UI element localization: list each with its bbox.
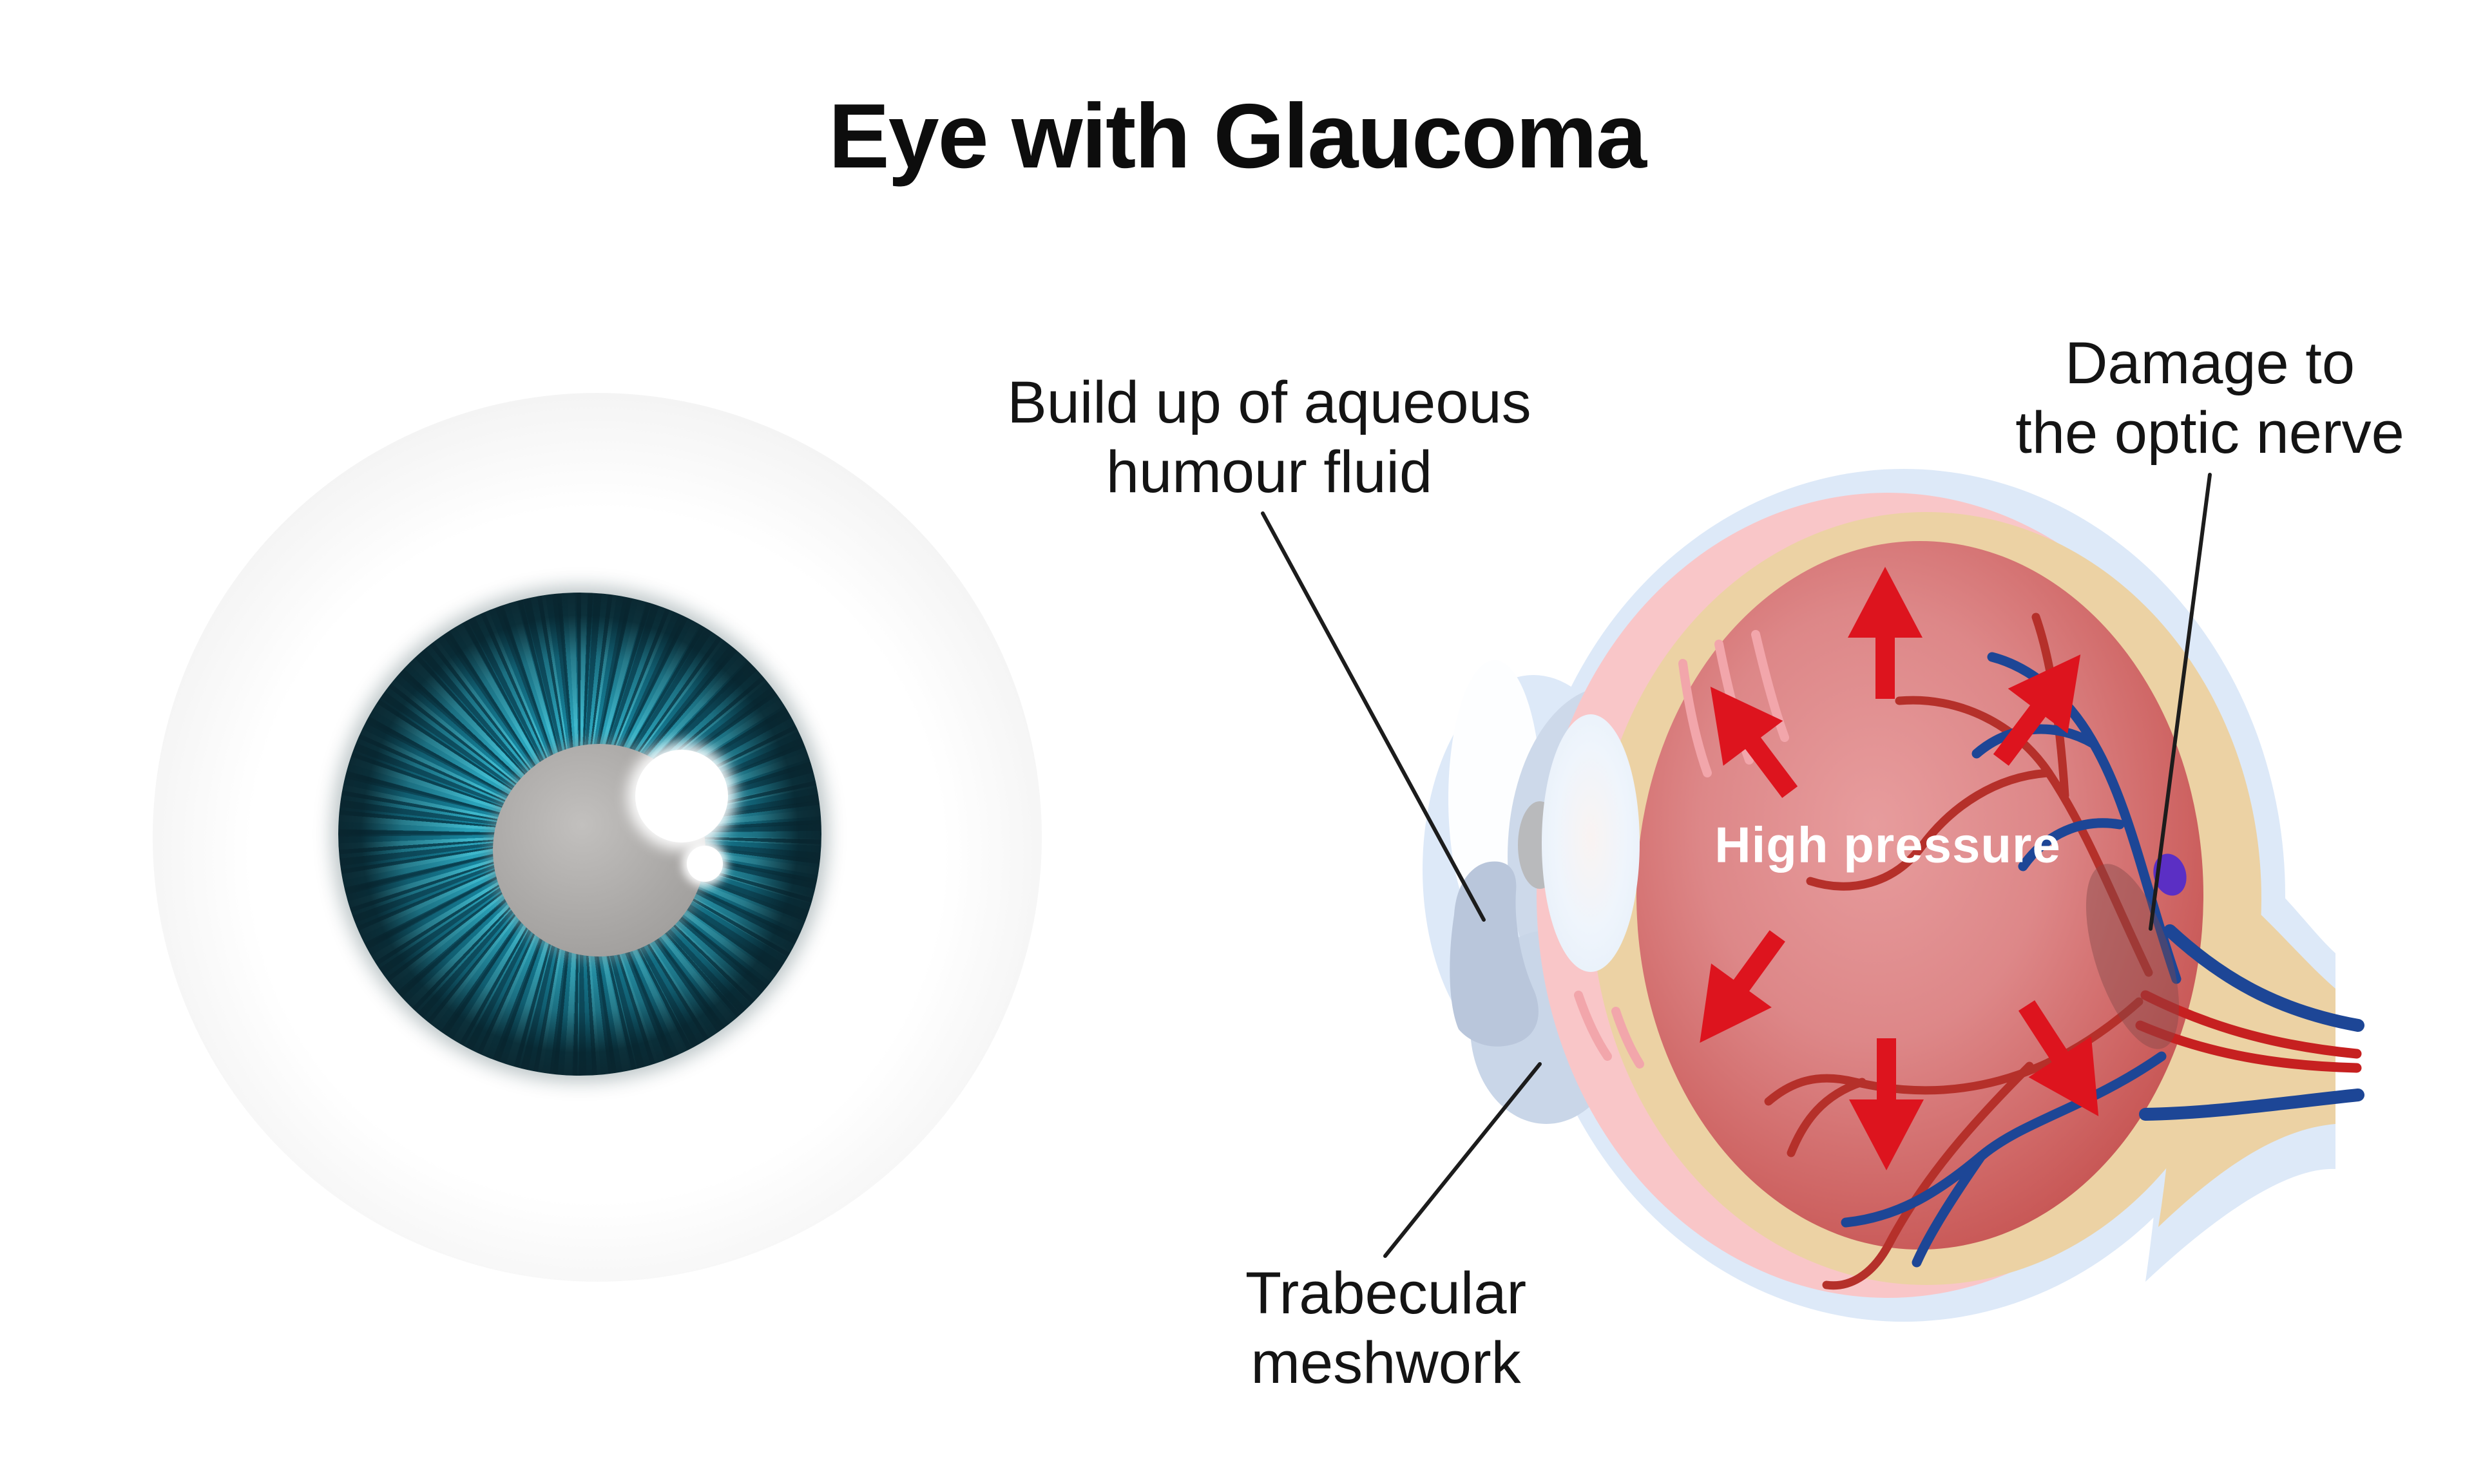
label-optic-line2: the optic nerve (2015, 400, 2404, 466)
pupil-highlight-large (635, 750, 728, 842)
callout-lines (1261, 473, 2212, 1258)
optic-nerve-vessels (2135, 924, 2364, 1121)
label-trabecular-line1: Trabecular (1245, 1260, 1527, 1326)
callout-line-optic (2149, 473, 2212, 931)
label-optic-line1: Damage to (2064, 330, 2355, 396)
optic-nerve-damage-dot (2153, 853, 2187, 896)
callout-line-aqueous (1261, 511, 1486, 922)
aqueous-humour-buildup (1450, 861, 1539, 1047)
label-aqueous-line1: Build up of aqueous (1007, 370, 1531, 435)
label-trabecular-meshwork: Trabecular meshwork (1245, 1259, 1526, 1398)
lens (1542, 714, 1640, 972)
callout-line-trabecular (1383, 1062, 1542, 1258)
label-aqueous-buildup: Build up of aqueous humour fluid (1007, 368, 1531, 507)
label-aqueous-line2: humour fluid (1106, 439, 1433, 505)
label-high-pressure: High pressure (1714, 816, 2061, 873)
label-trabecular-line2: meshwork (1251, 1330, 1521, 1396)
pupil-highlight-small (687, 846, 723, 882)
page-title: Eye with Glaucoma (828, 85, 1647, 187)
label-optic-nerve-damage: Damage to the optic nerve (2015, 328, 2404, 468)
optic-disc-shadow (2086, 864, 2180, 1049)
